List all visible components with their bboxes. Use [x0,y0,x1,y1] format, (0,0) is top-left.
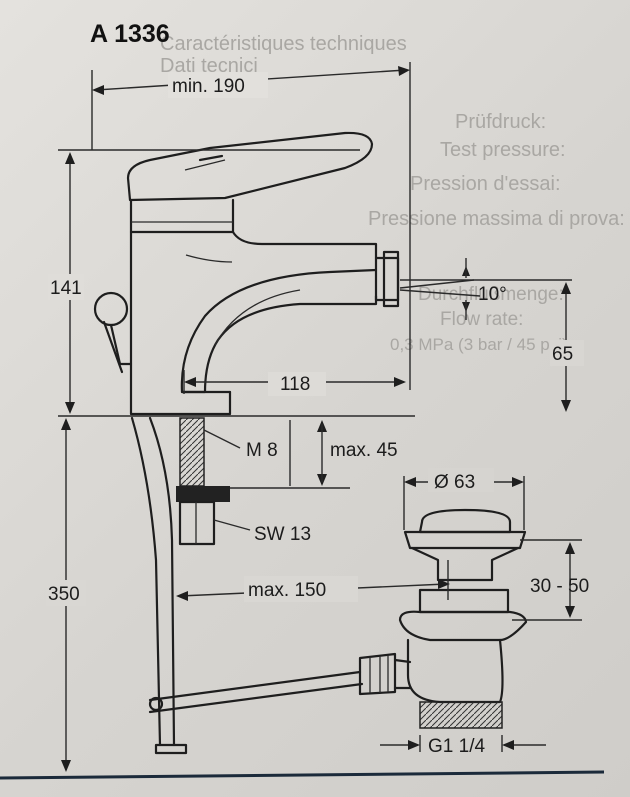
waste-assembly [358,508,528,729]
bg-text-2: Prüfdruck: [455,111,546,133]
dim-350: 350 [48,584,80,605]
bg-text-3: Test pressure: [440,139,566,161]
faucet-body [93,131,400,416]
dim-diameter-63: Ø 63 [434,472,475,493]
dim-max-150: max. 150 [248,580,326,601]
dim-10-degree: 10° [478,284,507,305]
dimension-labels: min. 190 141 10° 65 118 M 8 max. 45 SW 1… [46,72,589,757]
bg-text-4: Pression d'essai: [410,173,561,195]
dim-min-190: min. 190 [172,76,245,97]
pop-up-rod [130,416,364,755]
bg-text-6: Durchflußmenge: [418,284,564,305]
dim-30-50: 30 - 50 [530,576,589,597]
bg-text-5: Pressione massima di prova: [368,208,625,230]
bg-text-7: Flow rate: [440,309,523,330]
dimension-lines [58,62,582,772]
floor-line [0,770,605,780]
dim-141: 141 [50,278,82,299]
dim-m8: M 8 [246,440,278,461]
bg-text-8: 0,3 MPa (3 bar / 45 psi) [390,335,568,354]
dim-g1-1-4: G1 1/4 [428,736,485,757]
model-number-title: A 1336 [90,20,170,48]
bg-text-0: Caractéristiques techniques [160,33,407,55]
dim-65: 65 [552,344,573,365]
dim-sw13: SW 13 [254,524,311,545]
dim-118: 118 [280,374,310,395]
mounting-shank [176,417,230,546]
bg-text-1: Dati tecnici [160,55,258,77]
background-text-group: Caractéristiques techniques Dati tecnici… [160,33,625,354]
dim-max-45: max. 45 [330,440,398,461]
